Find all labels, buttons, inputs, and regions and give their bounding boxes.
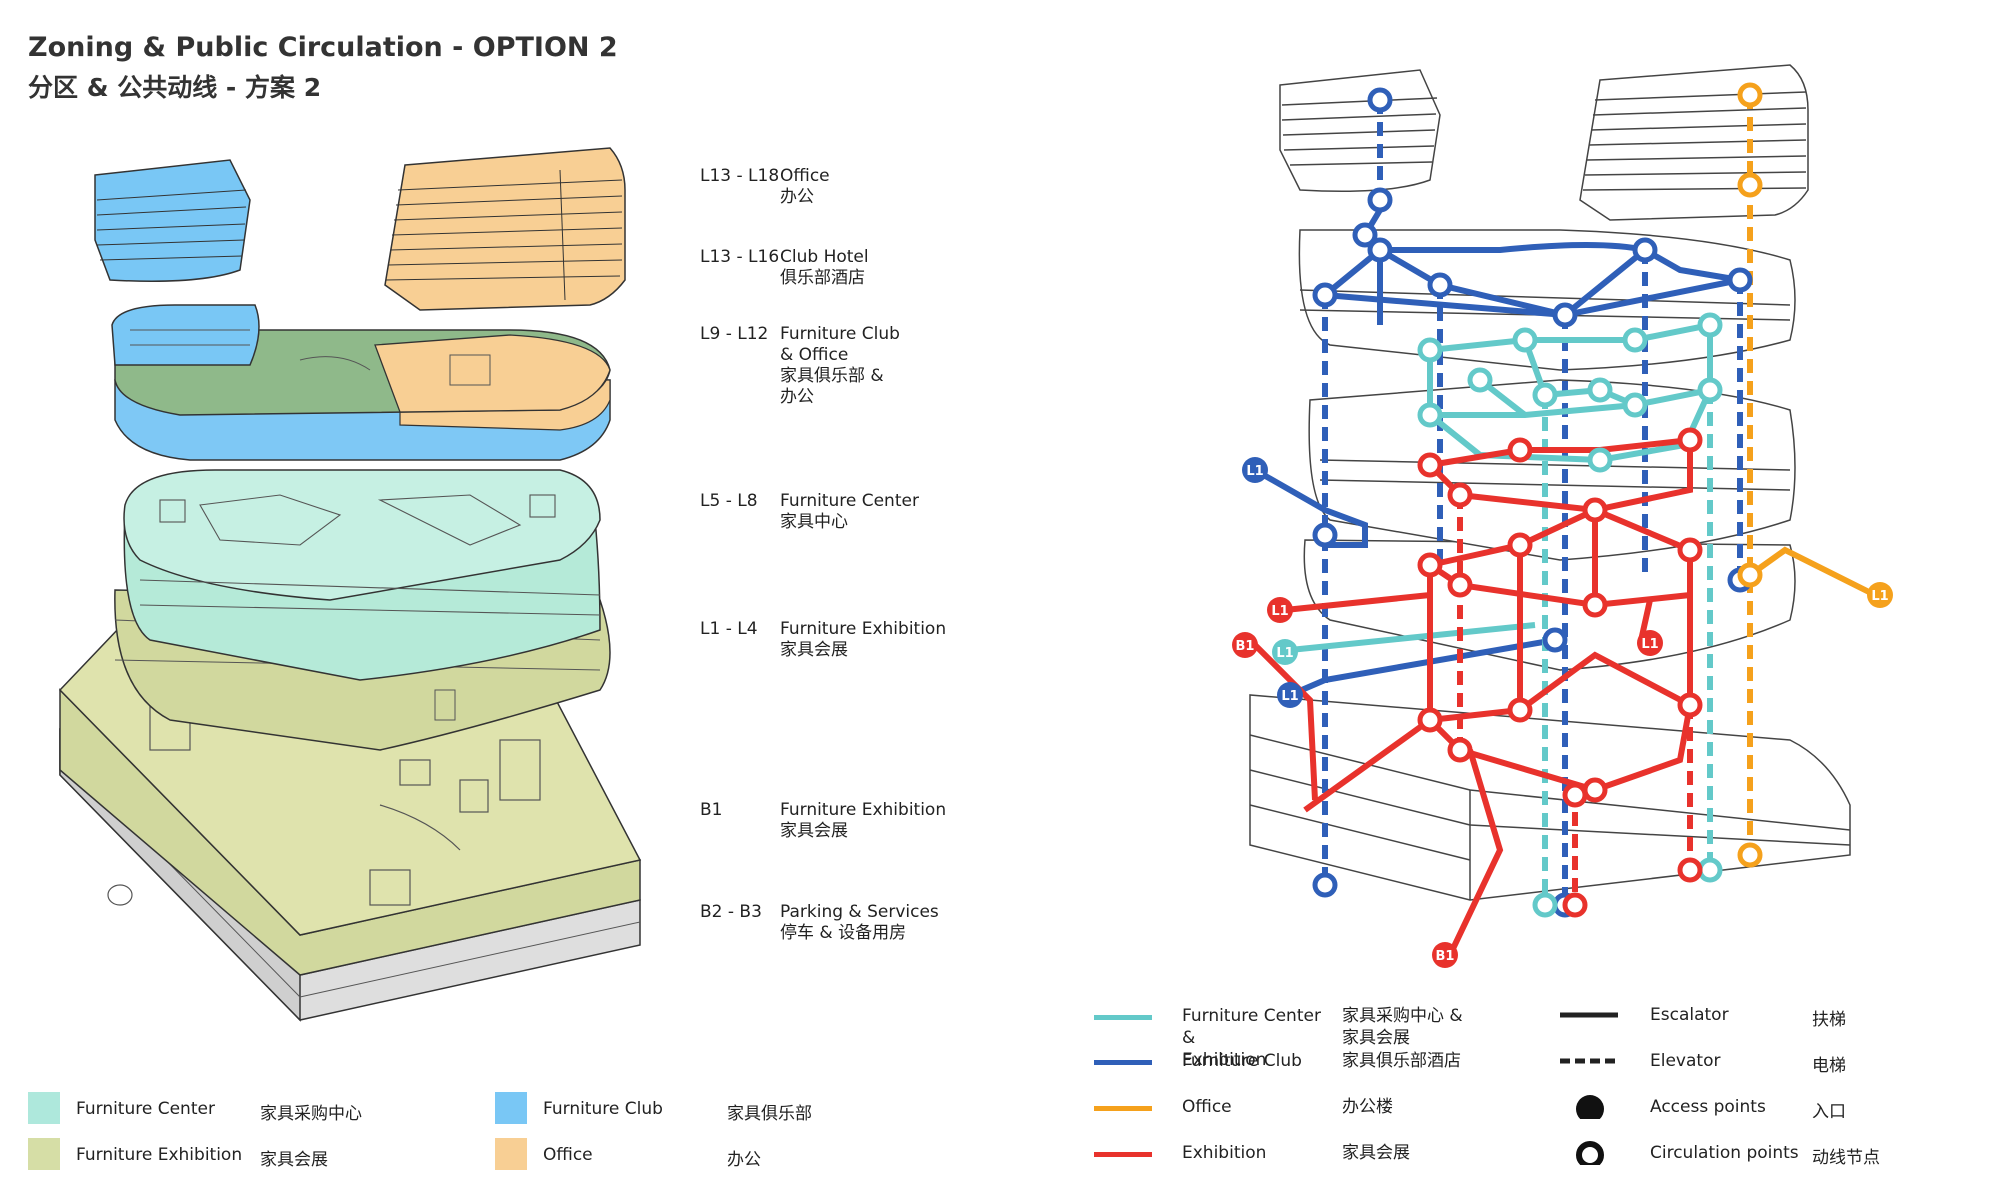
level-desc: Furniture Exhibition 家具会展 [780, 619, 947, 660]
legend-label-cn: 家具采购中心 & 家具会展 [1342, 1006, 1463, 1048]
legend-label-en: Furniture Center & Exhibition [1182, 1006, 1321, 1070]
level-code: L5 - L8 [700, 491, 758, 511]
level-code: L13 - L18 [700, 166, 780, 186]
filled-dot-icon [1576, 1095, 1604, 1119]
dashed-line-icon [1560, 1058, 1618, 1064]
legend-label-en: Office [543, 1145, 593, 1165]
access-point-club-l1-low: L1 [1277, 682, 1303, 708]
level-code: B2 - B3 [700, 902, 762, 922]
svg-text:L1: L1 [1871, 589, 1888, 604]
legend-line [1094, 1152, 1152, 1157]
legend-swatch [28, 1092, 60, 1124]
access-point-office-l1: L1 [1867, 582, 1893, 608]
legend-label-cn: 动线节点 [1812, 1148, 1880, 1168]
level-desc: Club Hotel 俱乐部酒店 [780, 247, 869, 288]
level-desc: Furniture Exhibition 家具会展 [780, 800, 947, 841]
legend-swatch [495, 1092, 527, 1124]
access-point-exhibition-b1-left: B1 [1232, 632, 1258, 658]
legend-label-cn: 办公 [727, 1150, 761, 1170]
legend-swatch [495, 1138, 527, 1170]
legend-label-cn: 入口 [1812, 1102, 1846, 1122]
legend-line [1094, 1060, 1152, 1065]
level-desc: Parking & Services 停车 & 设备用房 [780, 902, 939, 943]
level-desc: Office 办公 [780, 166, 830, 207]
legend-label-en: Office [1182, 1097, 1232, 1117]
legend-label-cn: 电梯 [1812, 1056, 1846, 1076]
legend-swatch [28, 1138, 60, 1170]
access-point-club-l1-top: L1 [1242, 457, 1268, 483]
office-circulation [1747, 95, 1877, 855]
svg-text:L1: L1 [1281, 689, 1298, 704]
access-point-center-l1: L1 [1272, 639, 1298, 665]
level-desc: Furniture Club & Office 家具俱乐部 & 办公 [780, 324, 900, 407]
svg-text:L1: L1 [1276, 646, 1293, 661]
circulation-points [1312, 82, 1763, 918]
legend-label-cn: 家具俱乐部 [727, 1104, 812, 1124]
legend-label-en: Exhibition [1182, 1143, 1267, 1163]
legend-label-cn: 扶梯 [1812, 1010, 1846, 1030]
office-tower [384, 147, 626, 311]
level-code: L13 - L16 [700, 247, 780, 267]
legend-line [1094, 1015, 1152, 1020]
legend-label-cn: 家具会展 [260, 1150, 328, 1170]
solid-line-icon [1560, 1012, 1618, 1018]
level-code: B1 [700, 800, 723, 820]
legend-label-en: Elevator [1650, 1051, 1721, 1071]
access-point-exhibition-l1-right: L1 [1637, 630, 1663, 656]
legend-label-en: Furniture Exhibition [76, 1145, 243, 1165]
page-title: Zoning & Public Circulation - OPTION 2 [28, 32, 618, 63]
svg-text:L1: L1 [1641, 637, 1658, 652]
level-desc: Furniture Center 家具中心 [780, 491, 919, 532]
legend-label-cn: 家具俱乐部酒店 [1342, 1051, 1461, 1071]
club-hotel-tower [94, 159, 251, 282]
l9-l12-club-office-block [111, 304, 611, 461]
legend-label-en: Circulation points [1650, 1143, 1799, 1163]
page-subtitle: 分区 & 公共动线 - 方案 2 [28, 73, 322, 102]
access-points: L1 L1 L1 L1 B1 L1 B1 L1 [1232, 457, 1893, 968]
access-point-exhibition-b1-bottom: B1 [1432, 942, 1458, 968]
legend-label-en: Furniture Club [543, 1099, 663, 1119]
legend-line [1094, 1106, 1152, 1111]
legend-label-cn: 家具会展 [1342, 1143, 1410, 1163]
l5-l8-furniture-center-block [123, 469, 601, 681]
svg-text:L1: L1 [1271, 604, 1288, 619]
access-point-exhibition-l1-left: L1 [1267, 597, 1293, 623]
legend-label-cn: 办公楼 [1342, 1097, 1393, 1117]
svg-text:B1: B1 [1436, 949, 1455, 964]
ring-icon [1576, 1141, 1604, 1165]
level-code: L9 - L12 [700, 324, 769, 344]
legend-label-en: Access points [1650, 1097, 1766, 1117]
svg-text:L1: L1 [1246, 464, 1263, 479]
svg-text:B1: B1 [1236, 639, 1255, 654]
legend-label-en: Furniture Club [1182, 1051, 1302, 1071]
legend-label-en: Escalator [1650, 1005, 1729, 1025]
circulation-diagram: L1 L1 L1 L1 B1 L1 B1 L1 [1232, 64, 1893, 968]
level-code: L1 - L4 [700, 619, 758, 639]
exhibition-circulation [1252, 436, 1694, 957]
zoning-diagram [58, 147, 642, 1022]
legend-label-cn: 家具采购中心 [260, 1104, 362, 1124]
legend-label-en: Furniture Center [76, 1099, 215, 1119]
